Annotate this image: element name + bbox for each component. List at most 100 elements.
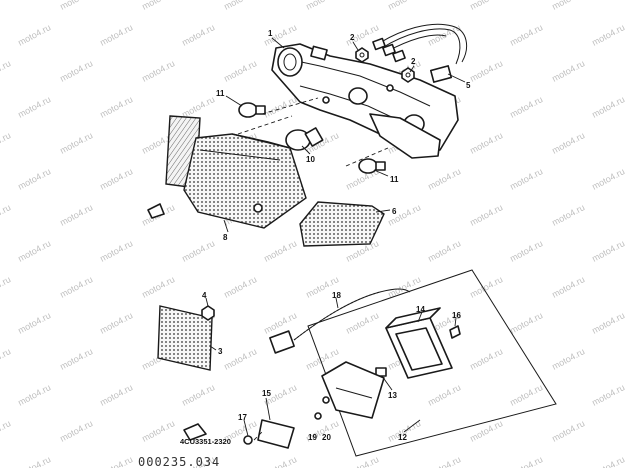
watermark-text: moto4.ru: [508, 166, 544, 192]
watermark-text: moto4.ru: [508, 454, 544, 468]
watermark-text: moto4.ru: [386, 274, 422, 300]
watermark-text: moto4.ru: [468, 346, 504, 372]
watermark-text: moto4.ru: [262, 454, 298, 468]
part-code-label: 4CU3351-2320: [180, 437, 231, 446]
watermark-text: moto4.ru: [426, 382, 462, 408]
callout-19: 19: [308, 433, 317, 442]
watermark-text: moto4.ru: [468, 0, 504, 12]
watermark-text: moto4.ru: [468, 130, 504, 156]
watermark-text: moto4.ru: [16, 94, 52, 120]
watermark-text: moto4.ru: [550, 58, 586, 84]
watermark-text: moto4.ru: [262, 238, 298, 264]
watermark-text: moto4.ru: [0, 0, 12, 12]
nut-upper: [355, 47, 369, 63]
watermark-text: moto4.ru: [58, 0, 94, 12]
screw-left: [147, 203, 165, 219]
watermark-text: moto4.ru: [98, 454, 134, 468]
wiring-harness: [372, 23, 468, 83]
watermark-text: moto4.ru: [344, 454, 380, 468]
watermark-text: moto4.ru: [16, 166, 52, 192]
tail-lamp-lens: [165, 115, 307, 229]
watermark-text: moto4.ru: [262, 310, 298, 336]
watermark-text: moto4.ru: [550, 202, 586, 228]
watermark-text: moto4.ru: [16, 238, 52, 264]
watermark-text: moto4.ru: [344, 310, 380, 336]
callout-3: 3: [218, 347, 223, 356]
watermark-text: moto4.ru: [180, 94, 216, 120]
callout-17: 17: [238, 413, 247, 422]
watermark-text: moto4.ru: [16, 22, 52, 48]
watermark-text: moto4.ru: [16, 310, 52, 336]
callout-8: 8: [223, 233, 228, 242]
bulb-upper: [238, 102, 266, 118]
watermark-text: moto4.ru: [58, 130, 94, 156]
callout-13: 13: [388, 391, 397, 400]
watermark-text: moto4.ru: [140, 0, 176, 12]
callout-6: 6: [392, 207, 397, 216]
drawing-code-label: 000235.034: [138, 455, 220, 468]
callout-2-upper: 2: [350, 33, 355, 42]
watermark-text: moto4.ru: [590, 310, 625, 336]
watermark-text: moto4.ru: [550, 346, 586, 372]
watermark-text: moto4.ru: [222, 274, 258, 300]
watermark-text: moto4.ru: [590, 94, 625, 120]
watermark-text: moto4.ru: [98, 238, 134, 264]
watermark-text: moto4.ru: [58, 418, 94, 444]
watermark-text: moto4.ru: [58, 346, 94, 372]
callout-20: 20: [322, 433, 331, 442]
watermark-text: moto4.ru: [0, 346, 12, 372]
callout-2-lower: 2: [411, 57, 416, 66]
watermark-text: moto4.ru: [426, 166, 462, 192]
callout-5: 5: [466, 81, 471, 90]
watermark-text: moto4.ru: [98, 94, 134, 120]
watermark-text: moto4.ru: [468, 274, 504, 300]
watermark-text: moto4.ru: [98, 166, 134, 192]
watermark-text: moto4.ru: [140, 58, 176, 84]
watermark-text: moto4.ru: [590, 166, 625, 192]
watermark-text: moto4.ru: [0, 130, 12, 156]
watermark-text: moto4.ru: [140, 418, 176, 444]
watermark-text: moto4.ru: [180, 238, 216, 264]
watermark-text: moto4.ru: [550, 418, 586, 444]
watermark-text: moto4.ru: [590, 382, 625, 408]
watermark-text: moto4.ru: [16, 454, 52, 468]
housing-bracket: [271, 43, 459, 159]
callout-10: 10: [306, 155, 315, 164]
watermark-text: moto4.ru: [58, 58, 94, 84]
watermark-text: moto4.ru: [590, 454, 625, 468]
leader-lines: [205, 37, 466, 441]
watermark-text: moto4.ru: [550, 274, 586, 300]
watermark-text: moto4.ru: [304, 0, 340, 12]
watermark-text: moto4.ru: [426, 238, 462, 264]
watermark-text: moto4.ru: [550, 0, 586, 12]
callout-15: 16: [452, 311, 461, 320]
watermark-text: moto4.ru: [0, 202, 12, 228]
turn-signal-lens: [299, 201, 385, 247]
watermark-text: moto4.ru: [98, 310, 134, 336]
watermark-text: moto4.ru: [140, 274, 176, 300]
callout-4: 4: [202, 291, 207, 300]
watermark-text: moto4.ru: [508, 238, 544, 264]
callout-14: 14: [416, 305, 425, 314]
bracket-small: [183, 419, 295, 449]
watermark-text: moto4.ru: [550, 130, 586, 156]
callout-11-lower: 11: [390, 175, 399, 184]
watermark-text: moto4.ru: [222, 346, 258, 372]
watermark-text: moto4.ru: [468, 58, 504, 84]
watermark-text: moto4.ru: [0, 58, 12, 84]
watermark-text: moto4.ru: [16, 382, 52, 408]
watermark-text: moto4.ru: [180, 382, 216, 408]
watermark-text: moto4.ru: [262, 94, 298, 120]
watermark-text: moto4.ru: [508, 382, 544, 408]
reflector-plate: [157, 305, 215, 371]
watermark-text: moto4.ru: [508, 310, 544, 336]
callout-11-upper: 11: [216, 89, 225, 98]
callout-12: 12: [398, 433, 407, 442]
watermark-text: moto4.ru: [468, 202, 504, 228]
watermark-text: moto4.ru: [222, 58, 258, 84]
watermark-text: moto4.ru: [590, 22, 625, 48]
license-lamp-assembly-box: [307, 269, 557, 457]
watermark-text: moto4.ru: [508, 94, 544, 120]
